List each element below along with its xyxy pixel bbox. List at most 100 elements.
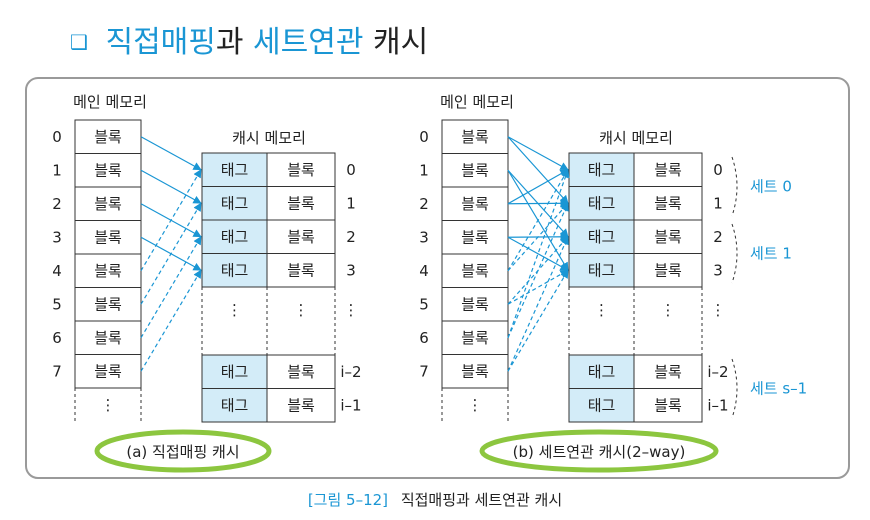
set-0-label: 세트 0 <box>750 178 792 196</box>
cache-block-cell <box>266 354 336 389</box>
mm-block-label: 블록 <box>461 262 489 280</box>
cache-tag-cell <box>568 253 635 288</box>
cache-tag-label: 태그 <box>221 228 249 246</box>
cache-index: i–1 <box>707 397 728 415</box>
mapping-arrow-dashed <box>140 202 202 305</box>
mm-index: 0 <box>52 128 62 146</box>
mm-block-label: 블록 <box>94 229 122 247</box>
mm-index: 4 <box>419 262 429 280</box>
mm-block <box>74 287 142 322</box>
cache-block-cell <box>633 219 703 254</box>
caption-highlight-ellipse <box>479 429 719 473</box>
title-bullet-icon: ❑ <box>70 30 88 54</box>
main-memory-label: 메인 메모리 <box>440 93 514 111</box>
mm-block-label: 블록 <box>461 329 489 347</box>
cache-index: 2 <box>346 228 356 246</box>
cache-tag-label: 태그 <box>588 363 616 381</box>
mapping-arrow-dashed <box>507 269 569 372</box>
mapping-arrow-dashed <box>140 269 202 372</box>
mm-index: 3 <box>52 229 62 247</box>
cache-tag-label: 태그 <box>221 161 249 179</box>
cache-block-label: 블록 <box>654 228 682 246</box>
cache-block-label: 블록 <box>654 363 682 381</box>
panel-caption: (a) 직접매핑 캐시 <box>126 443 239 461</box>
cache-index-ellipsis: ⋮ <box>344 301 359 319</box>
mm-block-label: 블록 <box>461 195 489 213</box>
cache-block-label: 블록 <box>654 262 682 280</box>
mm-block <box>74 153 142 188</box>
cache-block-label: 블록 <box>287 161 315 179</box>
mm-block <box>441 253 509 288</box>
figure-caption: [그림 5–12] 직접매핑과 세트연관 캐시 <box>308 491 562 509</box>
set-0-bracket <box>731 156 738 217</box>
mapping-arrow-dashed <box>507 169 569 272</box>
cache-tag-label: 태그 <box>588 262 616 280</box>
cache-block-label: 블록 <box>287 195 315 213</box>
cache-block-label: 블록 <box>287 228 315 246</box>
mm-block <box>441 186 509 221</box>
mapping-arrow <box>507 236 569 271</box>
mapping-arrow <box>140 136 202 171</box>
mm-index: 1 <box>419 162 429 180</box>
mm-block-label: 블록 <box>94 329 122 347</box>
cache-block-cell <box>633 388 703 423</box>
mm-index: 1 <box>52 162 62 180</box>
cache-tag-cell <box>201 354 268 389</box>
mapping-arrow <box>507 136 569 204</box>
mm-block <box>441 287 509 322</box>
figure-frame <box>25 77 850 479</box>
mm-block-label: 블록 <box>94 363 122 381</box>
cache-block-cell <box>266 219 336 254</box>
mm-block-label: 블록 <box>94 195 122 213</box>
cache-tag-label: 태그 <box>588 228 616 246</box>
set-s-1-label: 세트 s–1 <box>750 380 807 398</box>
cache-block-label: 블록 <box>287 262 315 280</box>
cache-index: 3 <box>346 262 356 280</box>
mm-ellipsis: ⋮ <box>468 396 483 414</box>
mm-index: 3 <box>419 229 429 247</box>
mm-block-label: 블록 <box>461 162 489 180</box>
mm-index: 6 <box>52 329 62 347</box>
cache-block-ellipsis: ⋮ <box>294 301 309 319</box>
cache-block-label: 블록 <box>654 195 682 213</box>
cache-index: 3 <box>713 262 723 280</box>
cache-block-cell <box>266 388 336 423</box>
mm-block-label: 블록 <box>94 296 122 314</box>
cache-memory-label: 캐시 메모리 <box>232 129 306 147</box>
mapping-arrow <box>507 169 569 205</box>
mm-index: 5 <box>419 296 429 314</box>
mm-index: 2 <box>419 195 429 213</box>
cache-tag-cell <box>201 186 268 221</box>
cache-index: 2 <box>713 228 723 246</box>
set-s-1-bracket <box>731 358 738 419</box>
cache-block-cell <box>266 253 336 288</box>
mm-block-label: 블록 <box>94 262 122 280</box>
set-1-bracket <box>731 223 738 284</box>
cache-block-cell <box>266 186 336 221</box>
mapping-arrow <box>507 136 569 171</box>
mm-block-label: 블록 <box>461 296 489 314</box>
cache-index: i–2 <box>340 363 361 381</box>
mapping-arrow-dashed <box>507 269 569 305</box>
cache-block-label: 블록 <box>287 363 315 381</box>
mm-index: 6 <box>419 329 429 347</box>
cache-index: 0 <box>713 161 723 179</box>
main-memory-label: 메인 메모리 <box>73 93 147 111</box>
cache-tag-label: 태그 <box>588 161 616 179</box>
mm-block-label: 블록 <box>461 229 489 247</box>
mm-block <box>74 354 142 389</box>
mapping-arrow-dashed <box>507 202 569 338</box>
cache-block-label: 블록 <box>654 161 682 179</box>
cache-memory-label: 캐시 메모리 <box>599 129 673 147</box>
cache-tag-cell <box>568 388 635 423</box>
figure-caption-text: 직접매핑과 세트연관 캐시 <box>401 491 562 509</box>
mapping-arrow <box>140 169 202 204</box>
page-title: ❑ 직접매핑과 세트연관 캐시 <box>70 22 428 60</box>
cache-block-cell <box>633 152 703 187</box>
cache-tag-label: 태그 <box>221 195 249 213</box>
mm-index: 7 <box>52 363 62 381</box>
mm-block-label: 블록 <box>94 128 122 146</box>
